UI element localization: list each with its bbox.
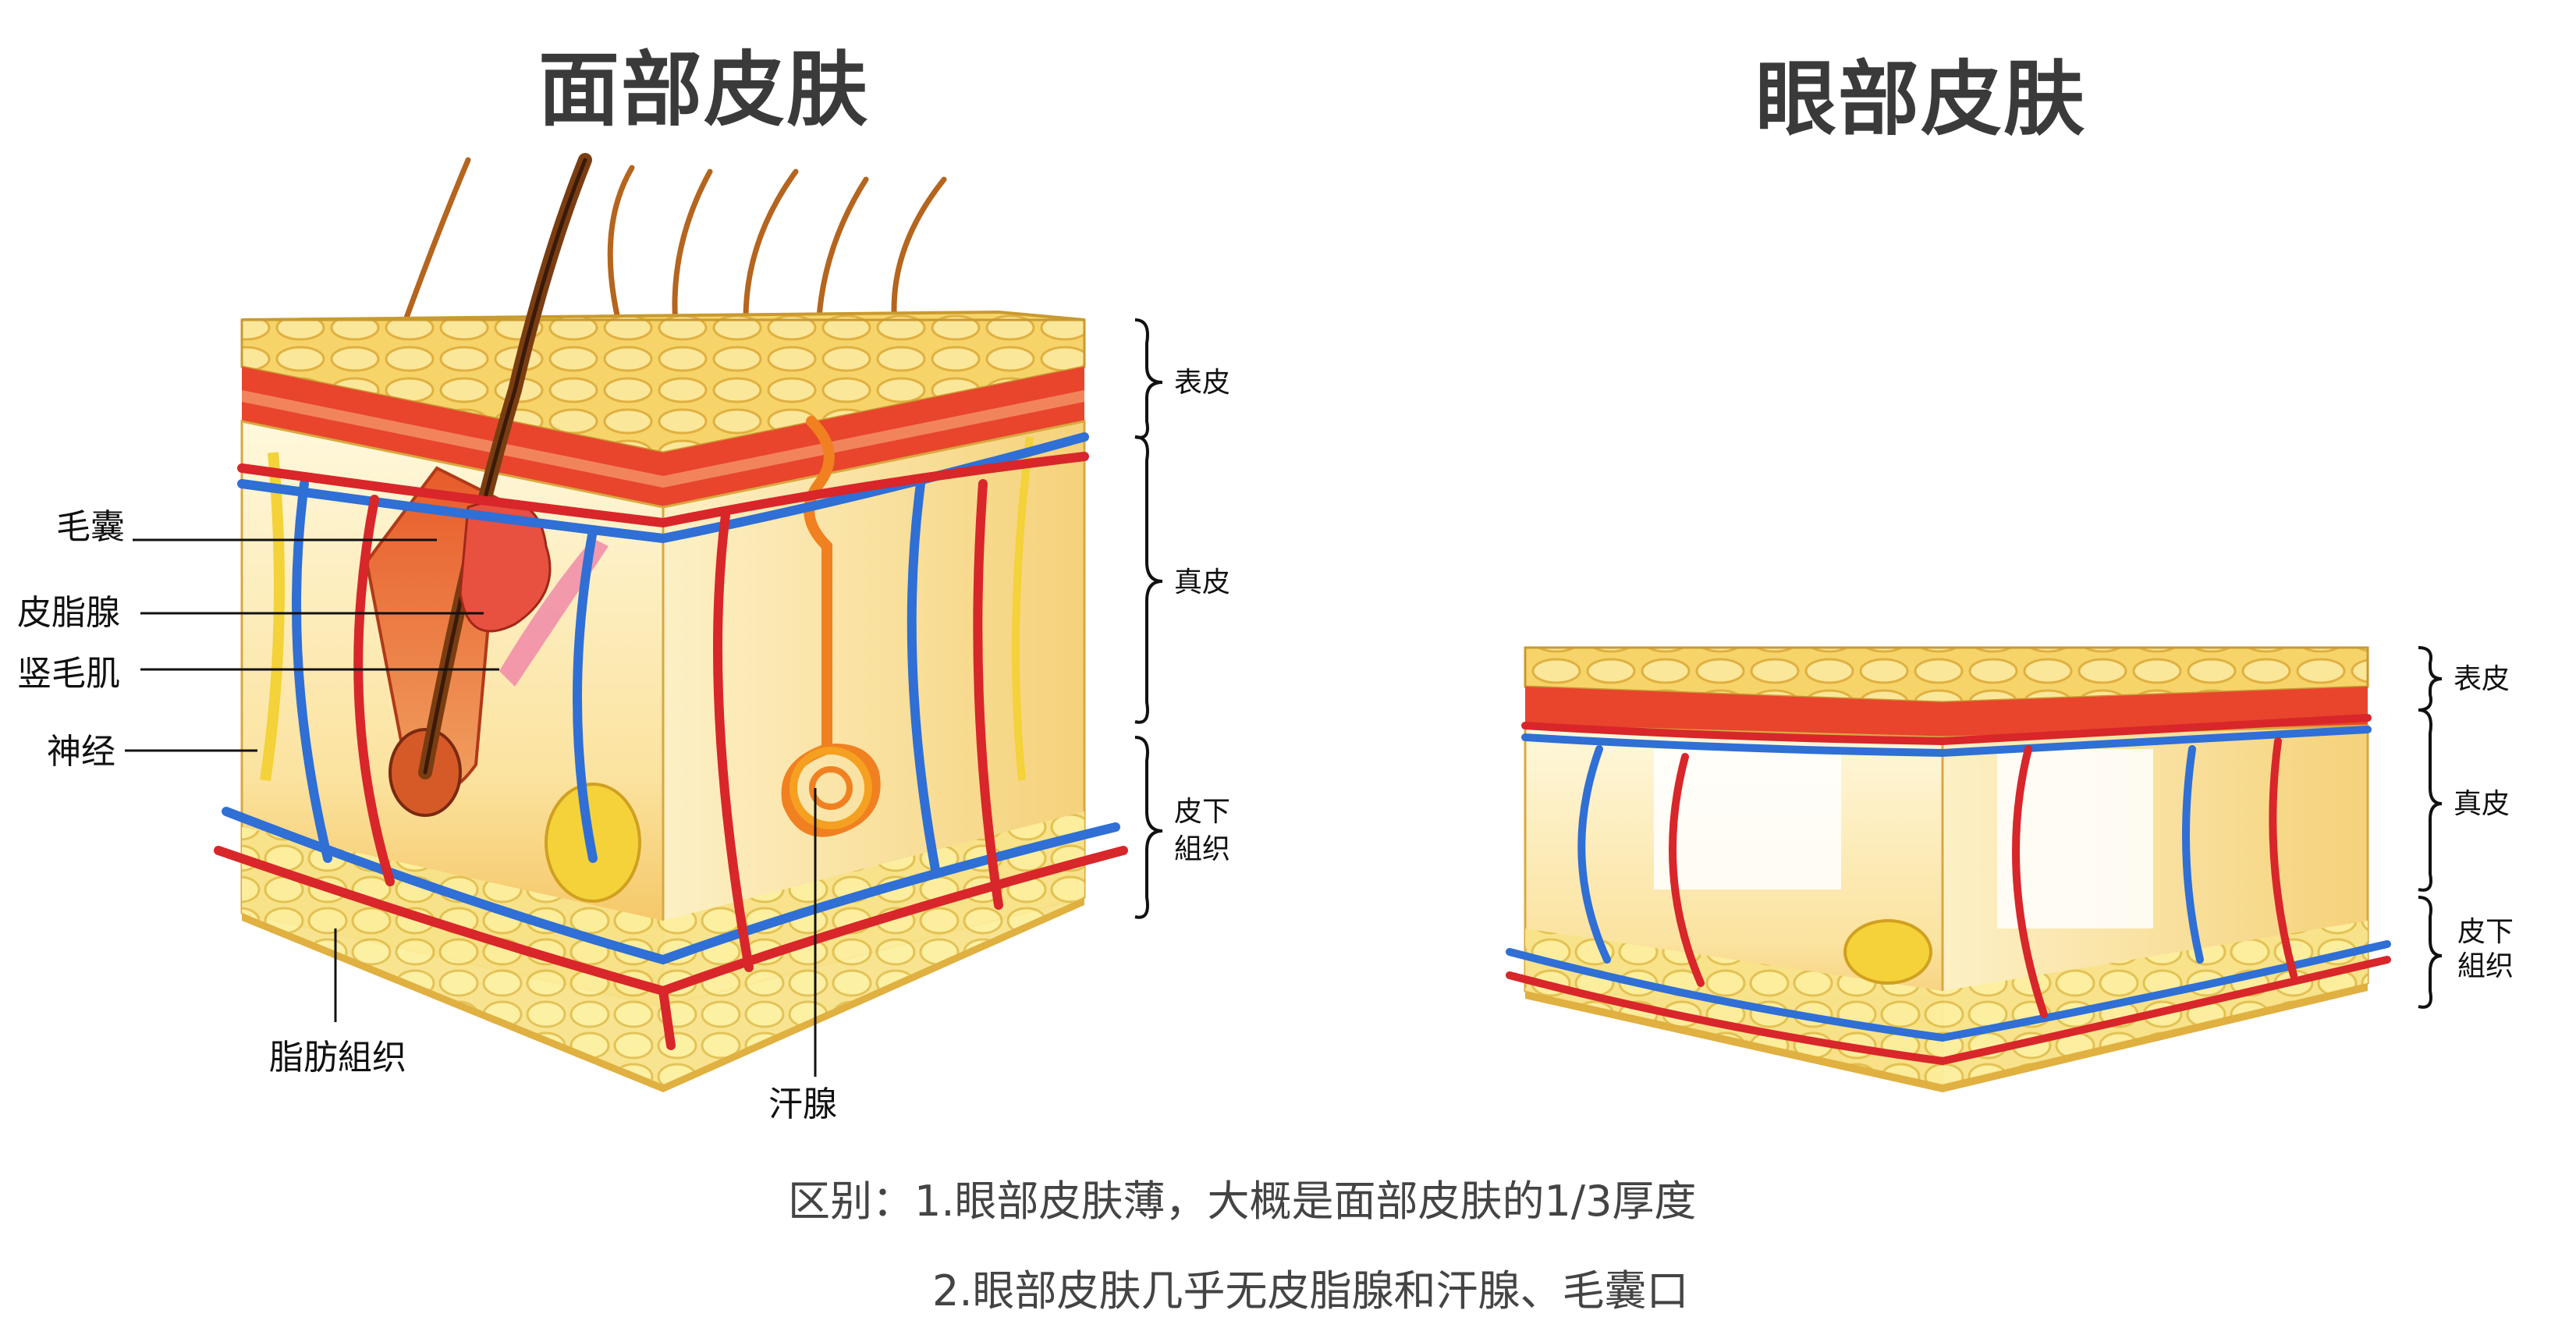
label-hair-follicle: 毛囊 (56, 507, 125, 547)
label-arrector-pili: 竖毛肌 (17, 654, 120, 694)
arteries (214, 452, 1128, 1050)
face-braces (1134, 318, 1163, 919)
label-face-subcutaneous-1: 皮下 (1174, 796, 1230, 828)
label-eye-subcutaneous-2: 組织 (2457, 950, 2514, 982)
label-sebaceous-gland: 皮脂腺 (17, 593, 120, 633)
label-eye-epidermis: 表皮 (2454, 663, 2510, 695)
eye-epidermis-band (1525, 687, 2368, 737)
nerve-fiber (260, 452, 285, 782)
face-skin-block: 毛囊 皮脂腺 竖毛肌 神经 脂肪組织 汗腺 表皮 真皮 皮下 組织 (17, 153, 1230, 1124)
eye-subcutaneous (1525, 921, 2368, 1085)
face-subcutaneous (242, 811, 1084, 1085)
eye-arteries (1506, 714, 2391, 1066)
label-face-subcutaneous-2: 組织 (1174, 833, 1230, 865)
face-skin-title: 面部皮肤 (538, 42, 870, 137)
sweat-gland-shape (781, 416, 881, 837)
eye-veins (1506, 726, 2391, 1042)
eye-braces (2418, 646, 2443, 1009)
difference-note-line1: 区别：1.眼部皮肤薄，大概是面部皮肤的1/3厚度 (788, 1177, 1697, 1226)
label-face-epidermis: 表皮 (1174, 367, 1230, 399)
difference-note-line2: 2.眼部皮肤几乎无皮脂腺和汗腺、毛囊口 (932, 1266, 1689, 1315)
label-sweat-gland: 汗腺 (768, 1085, 837, 1124)
label-eye-dermis: 真皮 (2454, 788, 2510, 820)
label-face-dermis: 真皮 (1174, 566, 1230, 598)
label-fat-tissue: 脂肪組织 (269, 1038, 406, 1078)
eye-skin-block: 表皮 真皮 皮下 組织 (1506, 646, 2514, 1092)
face-leader-lines (125, 538, 817, 1077)
label-nerve: 神经 (47, 732, 115, 772)
eye-skin-title: 眼部皮肤 (1755, 51, 2087, 147)
label-eye-subcutaneous-1: 皮下 (2457, 916, 2514, 948)
